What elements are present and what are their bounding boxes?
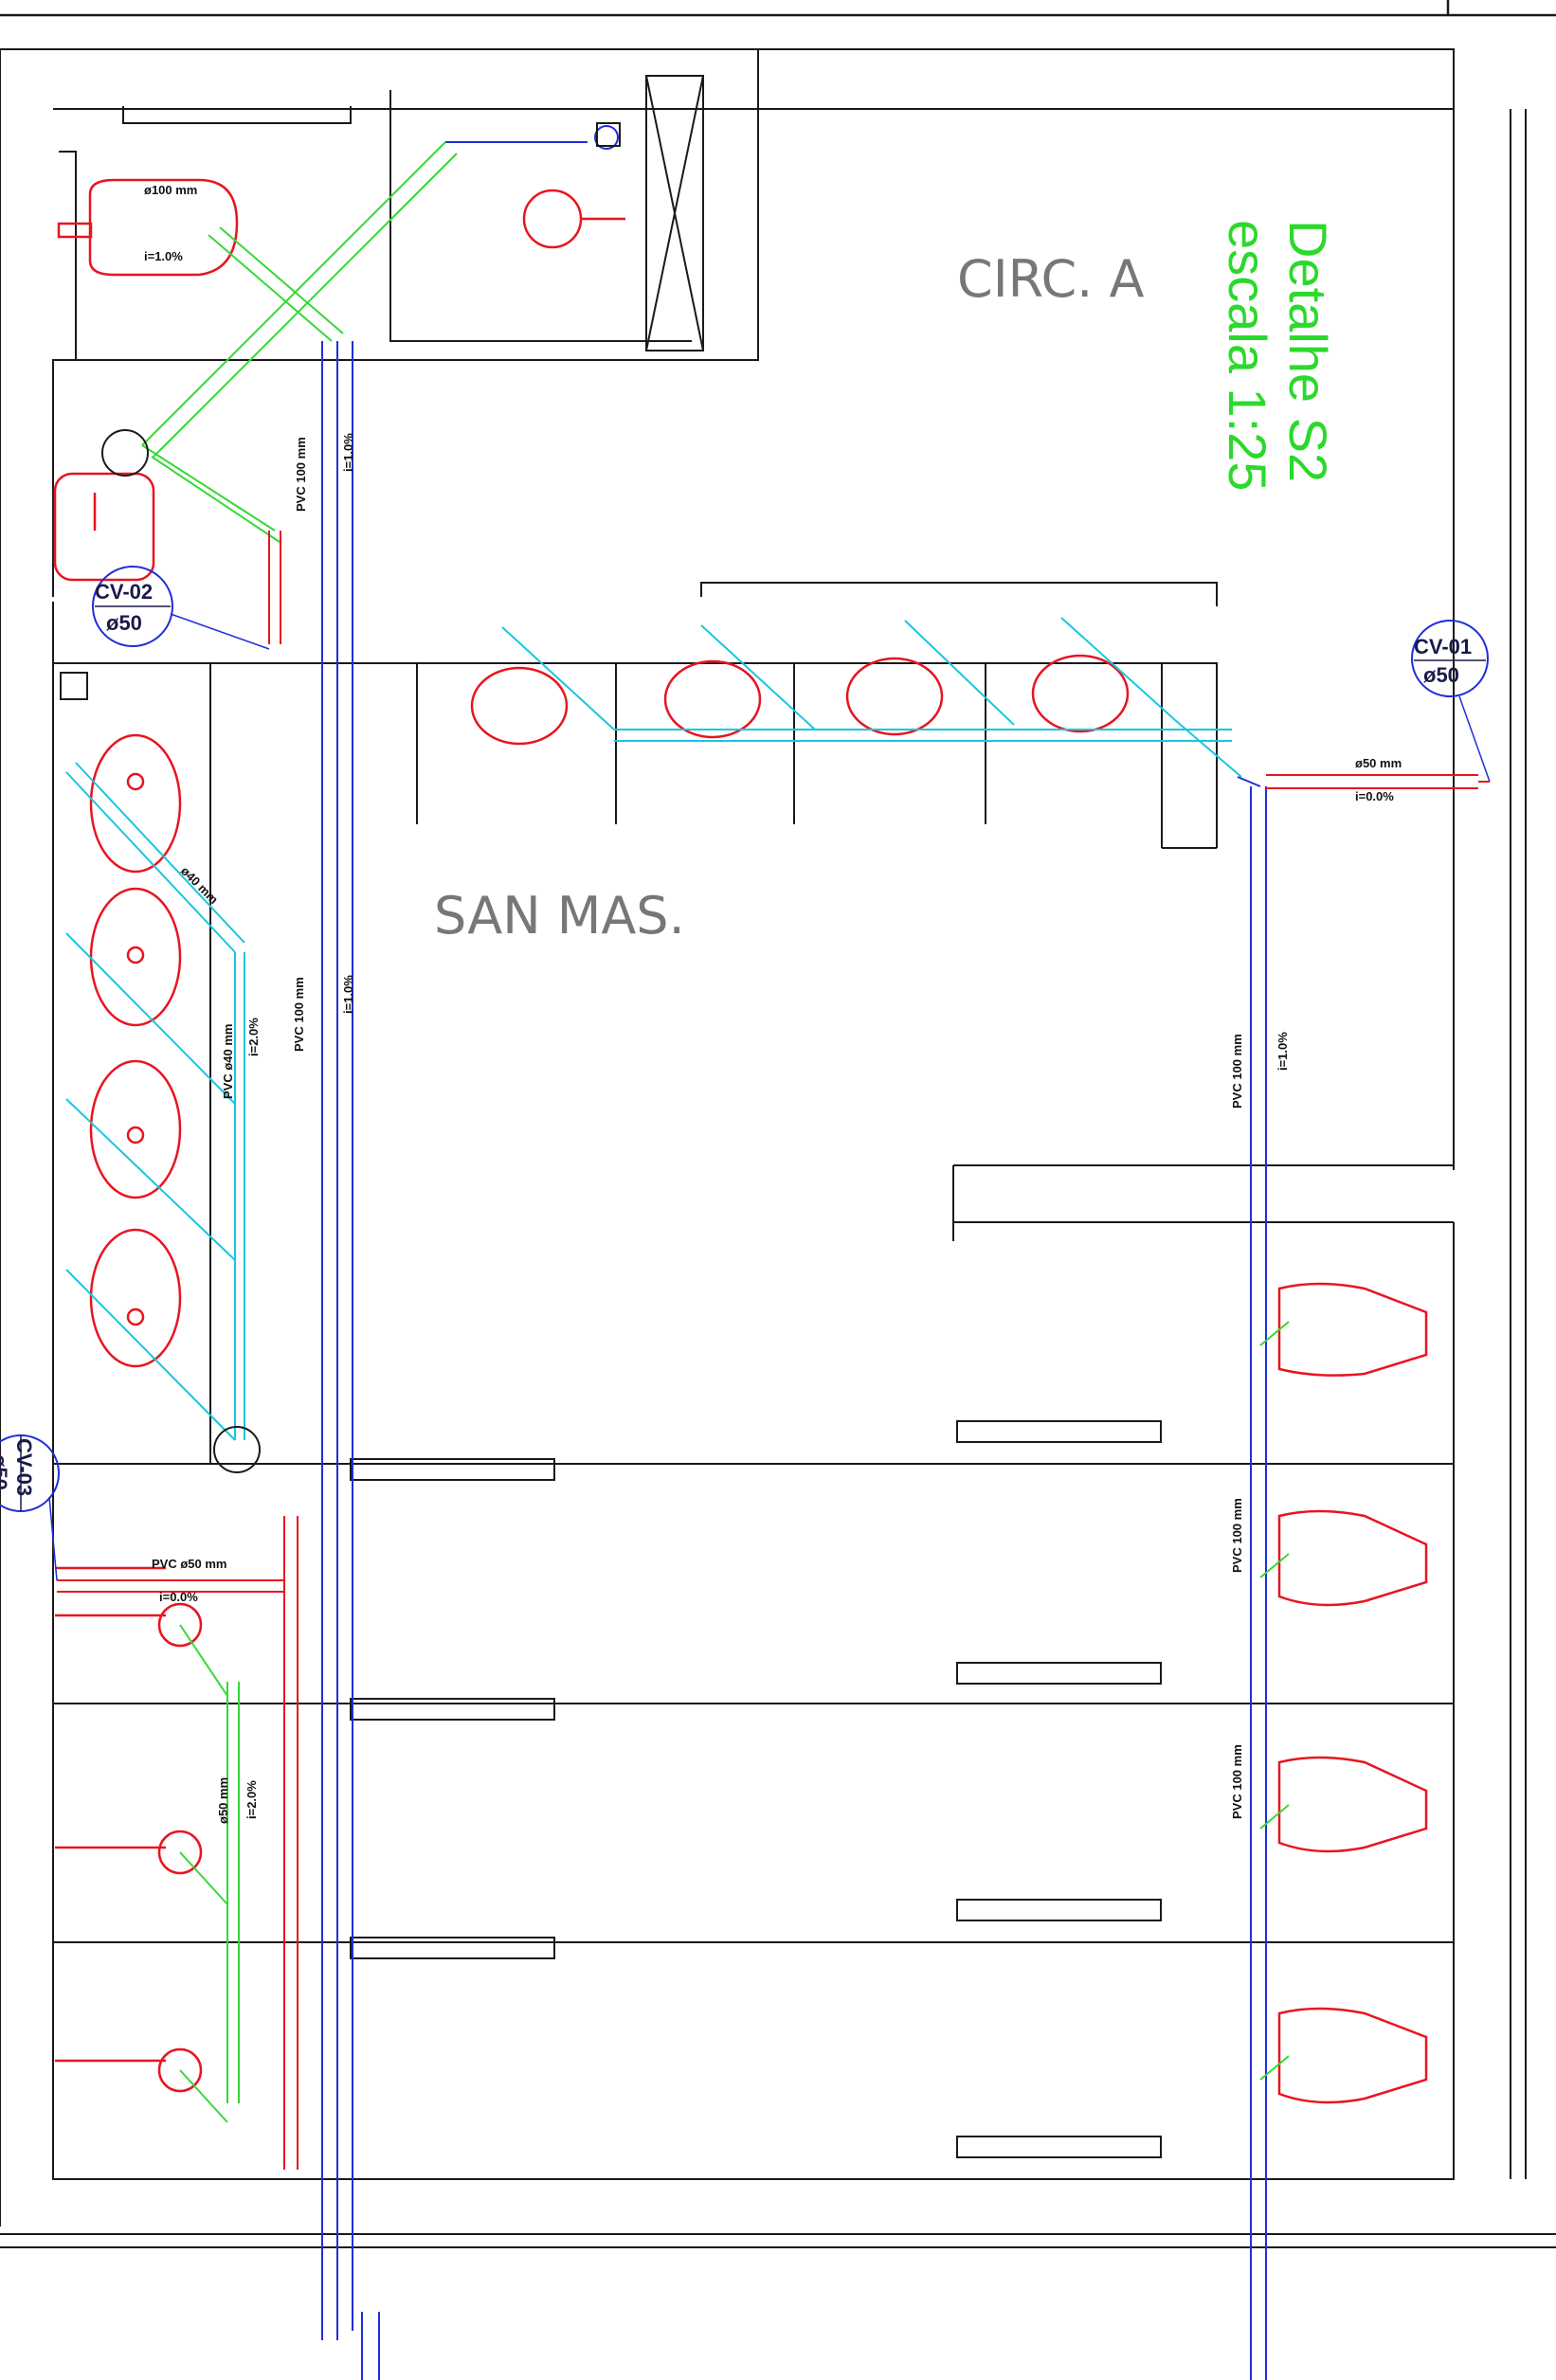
ann-pvc-d40: PVC ø40 mm [221, 1024, 235, 1099]
detail-title-line1: Detalhe S2 [1278, 220, 1338, 483]
ann-slope1-mid: i=1.0% [341, 975, 355, 1014]
pipes-50mm [141, 141, 1290, 2123]
detail-title: Detalhe S2 escala 1:25 [1216, 220, 1338, 491]
vent-tag-cv02: CV-02 ø50 [92, 566, 270, 650]
room-label-san: SAN MAS. [434, 886, 685, 946]
ann-slope1-right: i=1.0% [1276, 1032, 1290, 1071]
ann-slope2: i=2.0% [246, 1018, 261, 1056]
walls [0, 48, 1556, 2248]
cv02-id: CV-02 [95, 580, 153, 604]
room-label-circ: CIRC. A [957, 249, 1145, 309]
ann-pvc100-stall2: PVC 100 mm [1230, 1744, 1244, 1819]
sheet-frame [0, 0, 1556, 17]
ann-pvc100-right: PVC 100 mm [1230, 1034, 1244, 1109]
ann-slope1-top: i=1.0% [144, 249, 183, 263]
cv03-dia: ø50 [0, 1454, 11, 1490]
ann-d100-top: ø100 mm [144, 183, 197, 197]
vent-pipes [57, 531, 1490, 2170]
ann-slope0-low: i=0.0% [159, 1590, 198, 1604]
ann-slope1-left: i=1.0% [341, 433, 355, 472]
cv01-dia: ø50 [1423, 663, 1459, 687]
floor-drains [60, 122, 621, 1473]
cv02-dia: ø50 [106, 611, 142, 635]
ann-slope0-right: i=0.0% [1355, 789, 1394, 803]
ann-pvc100-mid: PVC 100 mm [292, 977, 306, 1052]
ann-d50-right: ø50 mm [1355, 756, 1402, 770]
ann-d40-a: ø40 mm [178, 864, 221, 907]
fixtures [53, 178, 1428, 2104]
ann-pvc-d50-low: PVC ø50 mm [152, 1557, 226, 1571]
vent-tag-cv03: CV-03 ø50 [0, 1434, 60, 1581]
vent-tag-cv01: CV-01 ø50 [1411, 620, 1491, 783]
pipes-100mm [321, 125, 1267, 2380]
cv03-id: CV-03 [12, 1438, 36, 1496]
detail-scale-line2: escala 1:25 [1217, 220, 1277, 492]
pipe-annotations: ø100 mm i=1.0% PVC 100 mm i=1.0% PVC 100… [144, 183, 1402, 1824]
ann-pvc100-left: PVC 100 mm [294, 437, 308, 512]
cv01-id: CV-01 [1414, 635, 1472, 658]
ann-pvc100-stall: PVC 100 mm [1230, 1498, 1244, 1573]
ann-slope2-stall: i=2.0% [244, 1780, 259, 1819]
pipes-40mm [65, 617, 1242, 1441]
ann-d50-stall: ø50 mm [216, 1777, 230, 1824]
